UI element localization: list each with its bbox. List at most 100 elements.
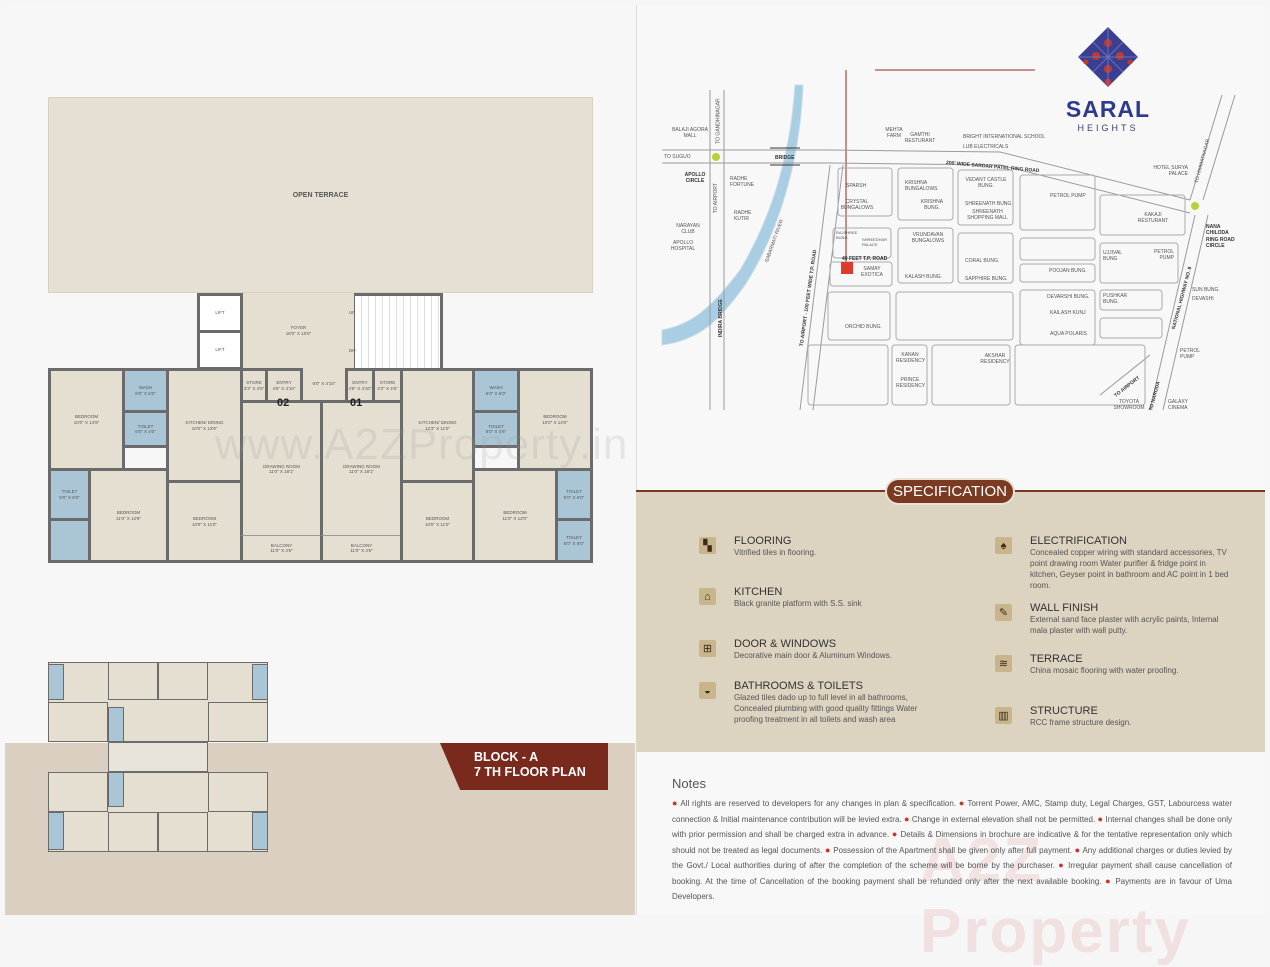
floor-name: 7 TH FLOOR PLAN [474,765,586,779]
map-label: CRYSTAL BUNGALOWS [840,199,874,212]
map-label: KANAN RESIDENCY [896,352,926,365]
lift-label: LIFT [215,347,225,353]
room-name: STORE [379,380,396,386]
room-dim: 6'0" X 4'6" [485,429,507,434]
room-name: DRAWING ROOM [343,463,380,469]
spec-text: Decorative main door & Aluminum Windows. [734,651,892,660]
specification-section [636,490,1265,752]
room-dim: 11'0" X 18'1" [268,469,295,474]
map-label: TO SUGUO [664,154,691,160]
electric-icon: ♠ [995,537,1012,554]
room-dim: 10'0" X 11'0" [424,521,451,527]
room-dim: 6'0" X 6'0" [135,390,156,396]
spec-text: Vitrified tiles in flooring. [734,548,817,557]
notes-section: Notes ● All rights are reserved to devel… [672,776,1232,905]
room-dim: 18'0" X 10'6" [285,330,312,336]
map-label: RADHE KUTIR [734,210,752,223]
watermark: www.A2ZProperty.in [215,420,629,469]
spec-title: KITCHEN [734,586,783,598]
room-name: DRAWING ROOM [263,463,300,469]
map-label: VEDANT CASTLE BUNG. [965,177,1007,190]
map-label: HOTEL SURYA PALACE [1153,165,1188,178]
room-dim: 11'0" X 4'6" [270,548,293,553]
spec-text: Concealed copper wiring with standard ac… [1030,548,1229,590]
wall-finish-icon: ✎ [995,604,1012,621]
room-dim: 10'0" X 13'9" [191,425,218,431]
map-label: KRISHNA BUNGALOWS [905,180,938,193]
kitchen-icon: ⌂ [699,588,716,605]
logo-name: SARAL [1065,96,1151,122]
room-dim: 5'0" X 6'0" [563,540,585,546]
map-label: LUB ELECTRICALS [963,144,1009,150]
stairs-down-label: DN [349,348,356,353]
unit-number: 01 [350,397,363,409]
spec-title: WALL FINISH [1030,602,1099,614]
map-label: BALAJI AGORA MALL [672,127,708,140]
note-item: Any additional charges or duties levied … [672,845,1232,871]
map-label: AQUA POLARIS [1050,331,1087,337]
spec-title: DOOR & WINDOWS [734,638,837,650]
note-item: Torrent Power, AMC, Stamp duty, Legal Ch… [672,799,1233,824]
map-roads [661,69,1236,411]
room-dim: 11'0" X 12'0" [502,515,528,521]
map-label: DEVASHI [1192,296,1214,302]
site-marker [841,262,853,274]
spec-title: FLOORING [734,535,792,547]
room-name: TOILET [137,423,154,429]
spec-text: RCC frame structure design. [1030,718,1132,727]
spec-title: ELECTRIFICATION [1030,535,1127,547]
flooring-icon: ▚ [699,537,716,554]
room-name: KITCHEN/ DINING [418,420,457,426]
map-label: AKSHAR RESIDENCY [980,353,1010,366]
map-label: KAILASH KUNJ [1050,310,1086,316]
room-dim: 5'0" X 6'0" [59,494,80,500]
nana-chiloda-circle-marker [1191,202,1199,210]
map-label: PETROL PUMP [1050,193,1086,199]
map-label: NANA CHILODA RING ROAD CIRCLE [1206,224,1235,249]
map-label: VRUNDAVAN BUNGALOWS [911,232,945,245]
room-dim: 4'6" X 4'10" [272,385,296,391]
room-dim: 6'0" X 4'0" [135,429,156,434]
room-dim: 6'0" X 6'0" [485,390,507,396]
room-name: ENTRY [276,380,292,386]
spec-text: China mosaic flooring with water proofin… [1030,666,1179,675]
map-label: SHREENATH BUNG. [965,201,1013,207]
block-name: BLOCK - A [474,750,539,764]
map-label: PETROL PUMP [1180,348,1200,361]
map-label: RAJSHREE BUNG [836,230,858,240]
note-item: Change in external elevation shall not b… [911,814,1096,824]
room-name: BEDROOM [425,516,450,522]
saral-heights-logo: SARAL HEIGHTS [1052,25,1164,133]
map-label: MEHTA FARM [885,127,903,140]
notes-text: ● All rights are reserved to developers … [672,798,1233,901]
room-dim: 3'3" X 4'6" [243,385,265,391]
room-dim: 6'0" X 4'10" [312,381,336,387]
note-item: Internal changes shall be done only with… [672,814,1232,840]
room-name: BEDROOM [74,414,99,420]
room-name: TOILET [566,489,582,495]
room-dim: 11'0" X 12'9" [115,515,142,521]
map-label: KRISHNA BUNG. [920,199,944,212]
lift-label: LIFT [215,310,225,316]
note-item: Details & Dimensions in brochure are ind… [672,830,1232,855]
key-plan [48,662,268,852]
map-label: ORCHID BUNG. [845,324,882,330]
room-name: BEDROOM [543,414,567,420]
map-label: 40 FEET T.P. ROAD [842,256,888,262]
map-label: GAMTHI RESTURANT [904,132,936,145]
